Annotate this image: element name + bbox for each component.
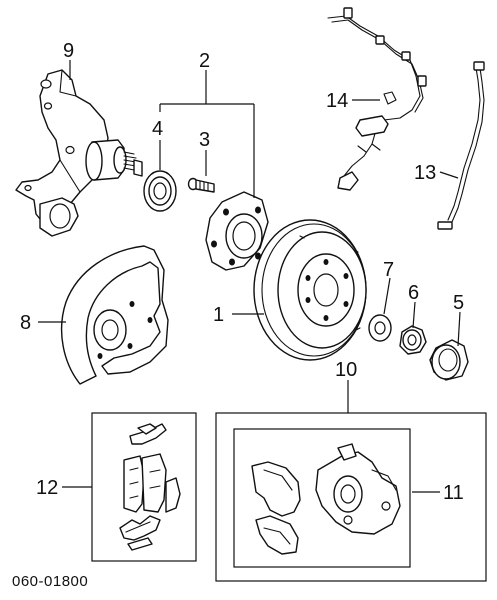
callout-5: 5 <box>453 292 464 314</box>
callout-3: 3 <box>199 129 210 151</box>
steering-knuckle <box>15 69 143 237</box>
dust-shield <box>60 245 169 385</box>
callout-7: 7 <box>383 259 394 281</box>
washer <box>368 314 392 342</box>
brake-pad-kit <box>119 423 181 551</box>
lock-nut <box>399 325 427 355</box>
caliper-inner-box <box>233 428 411 568</box>
callout-2: 2 <box>199 50 210 72</box>
hub-bolt <box>187 177 215 193</box>
brake-disc <box>253 219 367 361</box>
callout-11: 11 <box>443 482 464 504</box>
dust-cap <box>429 339 469 381</box>
callout-13: 13 <box>414 162 436 184</box>
callout-6: 6 <box>408 282 419 304</box>
callout-14: 14 <box>326 90 348 112</box>
callout-8: 8 <box>20 312 31 334</box>
callout-12: 12 <box>36 477 58 499</box>
wheel-hub <box>205 191 269 271</box>
brake-caliper <box>251 443 401 555</box>
part-code: 060-01800 <box>12 573 88 590</box>
caliper-group-outer-box <box>215 412 487 582</box>
callout-1: 1 <box>213 304 224 326</box>
leader-lines <box>38 60 461 493</box>
wheel-bearing <box>143 170 177 212</box>
callout-9: 9 <box>63 40 74 62</box>
abs-sensor-harness <box>327 7 427 191</box>
callout-10: 10 <box>335 359 357 381</box>
callout-4: 4 <box>152 118 163 140</box>
brake-hose <box>437 61 485 230</box>
